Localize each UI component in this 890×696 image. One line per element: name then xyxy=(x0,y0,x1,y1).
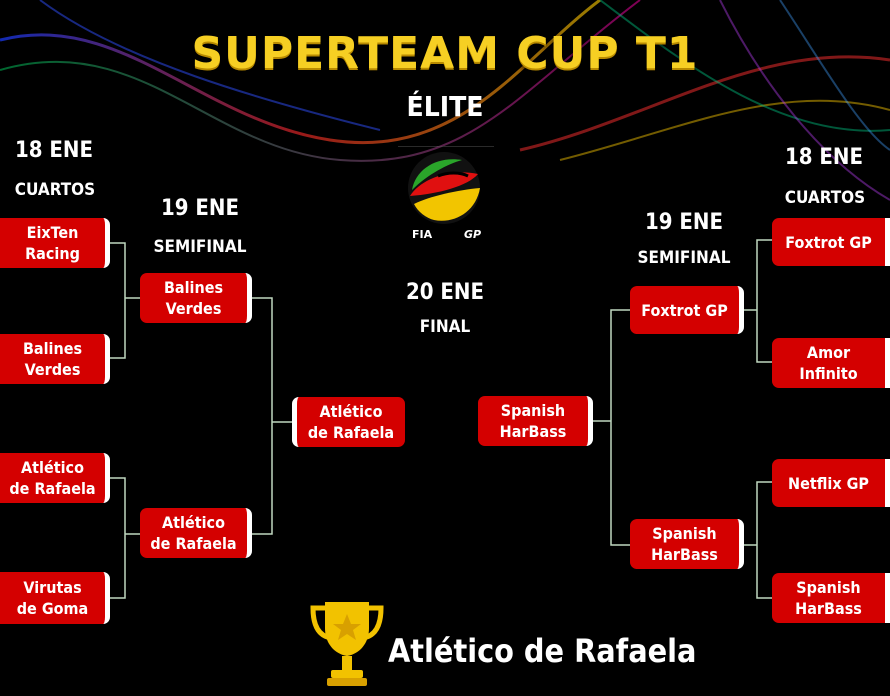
event-logo-icon: FIA GP xyxy=(398,146,494,241)
gp-logo-text: GP xyxy=(464,228,481,241)
right-quarter-team-1[interactable]: Foxtrot GP xyxy=(772,218,890,266)
champion-name: Atlético de Rafaela xyxy=(388,632,697,670)
fia-logo-text: FIA xyxy=(412,228,433,241)
final-date: 20 ENE xyxy=(405,280,485,305)
right-quarters-label: CUARTOS xyxy=(784,188,866,208)
right-finalist[interactable]: Spanish HarBass xyxy=(478,396,593,446)
trophy-icon xyxy=(310,602,384,686)
right-quarter-team-3[interactable]: Netflix GP xyxy=(772,459,890,507)
final-label: FINAL xyxy=(419,317,471,337)
right-semi-team-1[interactable]: Foxtrot GP xyxy=(630,286,744,334)
tournament-division: ÉLITE xyxy=(406,90,484,123)
left-quarter-team-3[interactable]: Atlético de Rafaela xyxy=(0,453,110,503)
right-semi-team-2[interactable]: Spanish HarBass xyxy=(630,519,744,569)
right-quarter-team-4[interactable]: Spanish HarBass xyxy=(772,573,890,623)
right-quarters-date: 18 ENE xyxy=(784,145,864,170)
right-quarter-team-2[interactable]: Amor Infinito xyxy=(772,338,890,388)
tournament-title: SUPERTEAM CUP T1 xyxy=(191,28,699,79)
left-quarters-label: CUARTOS xyxy=(14,180,96,200)
left-quarter-team-2[interactable]: Balines Verdes xyxy=(0,334,110,384)
left-semis-label: SEMIFINAL xyxy=(153,237,247,257)
left-finalist[interactable]: Atlético de Rafaela xyxy=(292,397,405,447)
left-semi-team-1[interactable]: Balines Verdes xyxy=(140,273,252,323)
left-quarters-date: 18 ENE xyxy=(14,138,94,163)
right-semis-date: 19 ENE xyxy=(644,210,724,235)
left-semis-date: 19 ENE xyxy=(160,196,240,221)
left-quarter-team-4[interactable]: Virutas de Goma xyxy=(0,572,110,624)
left-quarter-team-1[interactable]: EixTen Racing xyxy=(0,218,110,268)
right-semis-label: SEMIFINAL xyxy=(637,248,731,268)
left-semi-team-2[interactable]: Atlético de Rafaela xyxy=(140,508,252,558)
